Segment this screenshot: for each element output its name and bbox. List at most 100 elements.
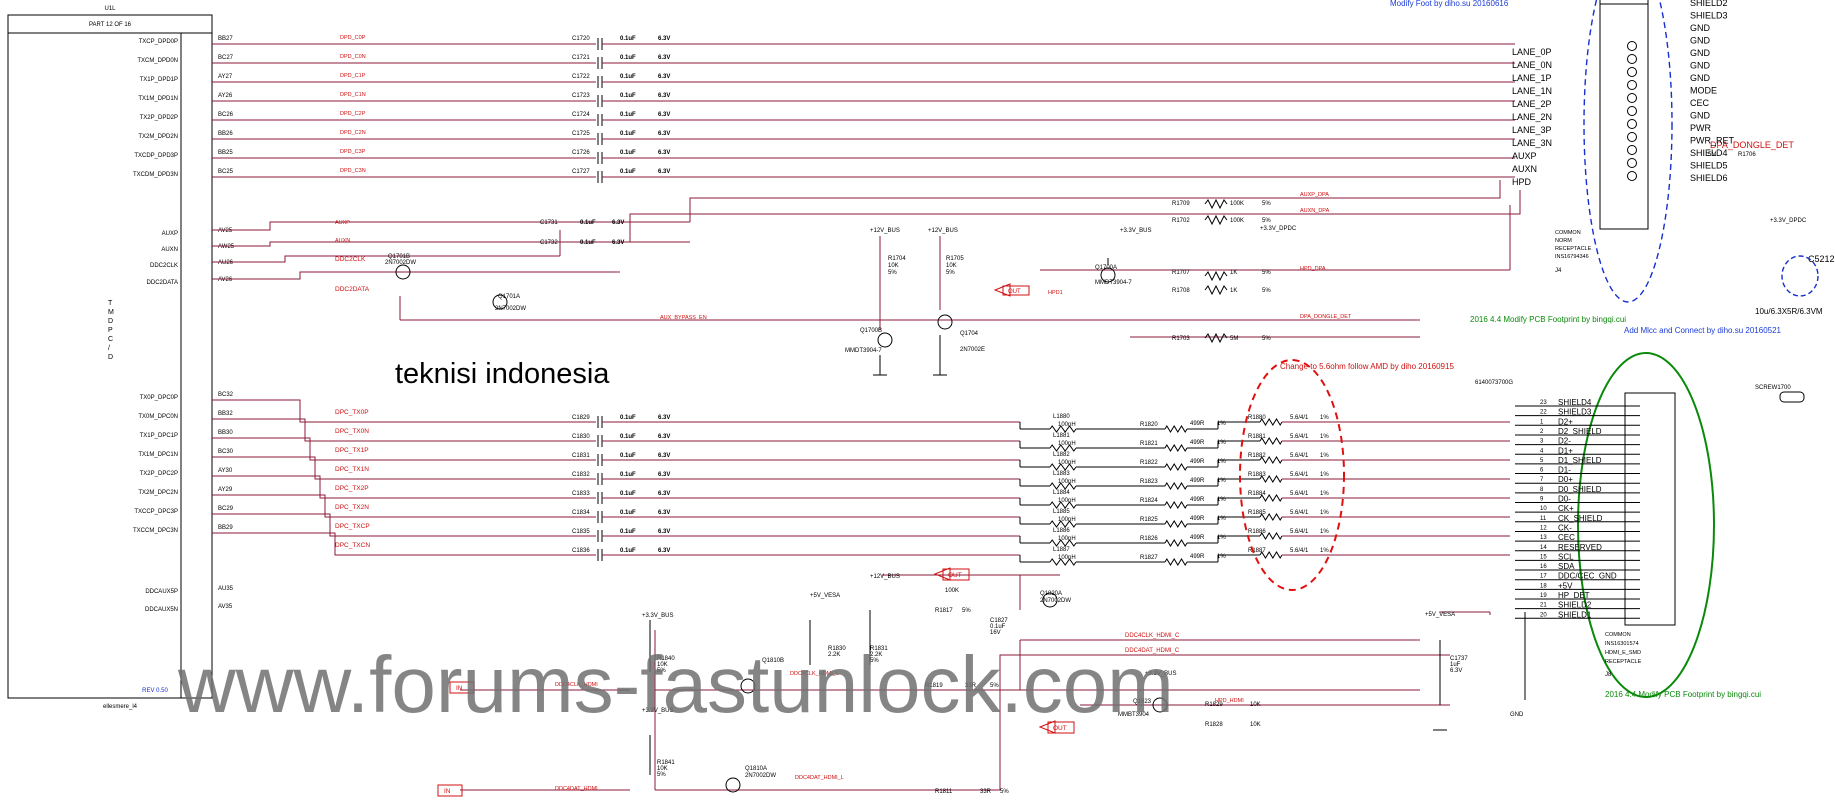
dp-pin-right: CEC <box>1690 98 1710 108</box>
hdmi-connector-j8: COMMON INS16301574 HDMI_E_SMD RECEPTACLE… <box>1577 352 1715 698</box>
ic-pin-name: TXCCP_DPC3P <box>134 509 178 515</box>
ic-function-char: T <box>108 300 113 307</box>
cap-value: 0.1uF <box>620 472 636 478</box>
hdmi-pin-name: CEC <box>1558 533 1575 542</box>
r1831-val: 2.2K <box>870 652 882 658</box>
q1700a-part: MMDT3904-7 <box>1095 280 1132 286</box>
hdmi-pin-number: 2 <box>1540 429 1544 435</box>
hdmi-pin-name: RESERVED <box>1558 543 1602 552</box>
dp-desc-3: INS16794346 <box>1555 254 1589 260</box>
c1732-val: 0.1uF <box>580 240 596 246</box>
hdmi-pin-number: 1 <box>1540 419 1544 425</box>
pwr-12v-a: +12V_BUS <box>870 228 900 234</box>
r1708-val: 1K <box>1230 288 1237 294</box>
hdmi-pin-number: 5 <box>1540 458 1544 464</box>
dp-desc-0: COMMON <box>1555 230 1581 236</box>
aux-routing <box>212 180 1521 338</box>
hdmi-pin-name: SHIELD2 <box>1558 601 1592 610</box>
out-hpd-a: OUT <box>948 572 962 579</box>
ic-pin-ball: AY30 <box>218 468 233 474</box>
net-ddc4dat-l: DDC4DAT_HDMI_L <box>795 775 844 781</box>
net-label: DPD_C2N <box>340 130 366 136</box>
cap-ref: C1727 <box>572 169 590 175</box>
net-label: DPD_C2P <box>340 111 366 117</box>
res-value: 499R <box>1190 459 1205 465</box>
res56-value: 5.6/4/1 <box>1290 510 1309 516</box>
ind-value: 100nH <box>1058 555 1076 561</box>
r1708-tol: 5% <box>1262 288 1271 294</box>
net-hpd1: HPD1 <box>1048 290 1063 296</box>
ind-value: 100nH <box>1058 460 1076 466</box>
r1830: R1830 <box>828 646 846 652</box>
ic-part: PART 12 OF 16 <box>89 22 132 28</box>
r1704: R1704 <box>888 256 906 262</box>
ic-pin-ball: AV35 <box>218 604 233 610</box>
ddc-circuitry <box>460 574 1526 793</box>
cap-voltage: 6.3V <box>658 169 670 175</box>
dp-desc-2: RECEPTACLE <box>1555 246 1592 252</box>
res56-tol: 1% <box>1320 548 1329 554</box>
c1827: C1827 <box>990 618 1008 624</box>
c1827-val: 0.1uF <box>990 624 1006 630</box>
res56-value: 5.6/4/1 <box>1290 529 1309 535</box>
dp-ref: J4 <box>1555 268 1562 274</box>
pwr-33v-a: +3.3V_BUS <box>1120 228 1152 234</box>
net-hpd-hdmi: HPD_HDMI <box>1215 698 1244 704</box>
dp-pin-right: SHIELD6 <box>1690 173 1728 183</box>
ic-pin-name: TXCDP_DPD3P <box>134 153 178 159</box>
dp-pin-left: LANE_2P <box>1512 99 1552 109</box>
net-label: DPD_C1P <box>340 73 366 79</box>
r1708: R1708 <box>1172 288 1190 294</box>
ind-ref: L1880 <box>1053 414 1070 420</box>
net-label: DPD_C3P <box>340 149 366 155</box>
dp-pin-left: LANE_0N <box>1512 60 1552 70</box>
r1840-val: 10K <box>657 662 668 668</box>
res-tol: 1% <box>1217 440 1226 446</box>
res-tol: 1% <box>1217 535 1226 541</box>
ind-ref: L1883 <box>1053 471 1070 477</box>
cap-value: 0.1uF <box>620 74 636 80</box>
c1731-v: 6.3V <box>612 220 624 226</box>
hdmi-pin-name: SHIELD4 <box>1558 398 1592 407</box>
hdmi-pin-number: 9 <box>1540 497 1544 503</box>
dp-pin-right: MODE <box>1690 86 1717 96</box>
hdmi-pin-name: CK_SHIELD <box>1558 514 1603 523</box>
r1705: R1705 <box>946 256 964 262</box>
ic-pin-name: TX0P_DPC0P <box>140 395 178 401</box>
cap-ref: C1831 <box>572 453 590 459</box>
res-ref: R1825 <box>1140 517 1158 523</box>
q1810b: Q1810B <box>762 658 784 664</box>
res-value: 499R <box>1190 554 1205 560</box>
ic-pin-name: TXCM_DPD0N <box>137 58 178 64</box>
hdmi-pin-name: D0- <box>1558 495 1571 504</box>
net-hpd-dpa: HPD_DPA <box>1300 266 1326 272</box>
hdmi-pin-name: D2- <box>1558 437 1571 446</box>
ic-pin-name: DDCAUX5N <box>145 607 178 613</box>
c1732-v: 6.3V <box>612 240 624 246</box>
net-auxbyp: AUX_BYPASS_EN <box>660 315 707 321</box>
q1823: Q1823 <box>1133 699 1152 705</box>
hdmi-pin-number: 3 <box>1540 439 1544 445</box>
cap-ref: C1834 <box>572 510 590 516</box>
cap-ref: C1726 <box>572 150 590 156</box>
c1737-v: 6.3V <box>1450 668 1462 674</box>
net-label: DPC_TXCP <box>335 523 370 530</box>
ic-pin-name: TX2P_DPD2P <box>140 115 178 121</box>
hdmi-pin-number: 19 <box>1540 593 1547 599</box>
hdmi-pin-number: 15 <box>1540 554 1547 560</box>
screw-label: SCREW1700 <box>1755 385 1791 391</box>
hdmi-pin-number: 6 <box>1540 468 1544 474</box>
res56-value: 5.6/4/1 <box>1290 434 1309 440</box>
ic-pin-ball: AV25 <box>218 228 233 234</box>
res56-tol: 1% <box>1320 491 1329 497</box>
pwr-12v-b: +12V_BUS <box>928 228 958 234</box>
q1810a-part: 2N7002DW <box>745 773 776 779</box>
ind-value: 100nH <box>1058 517 1076 523</box>
